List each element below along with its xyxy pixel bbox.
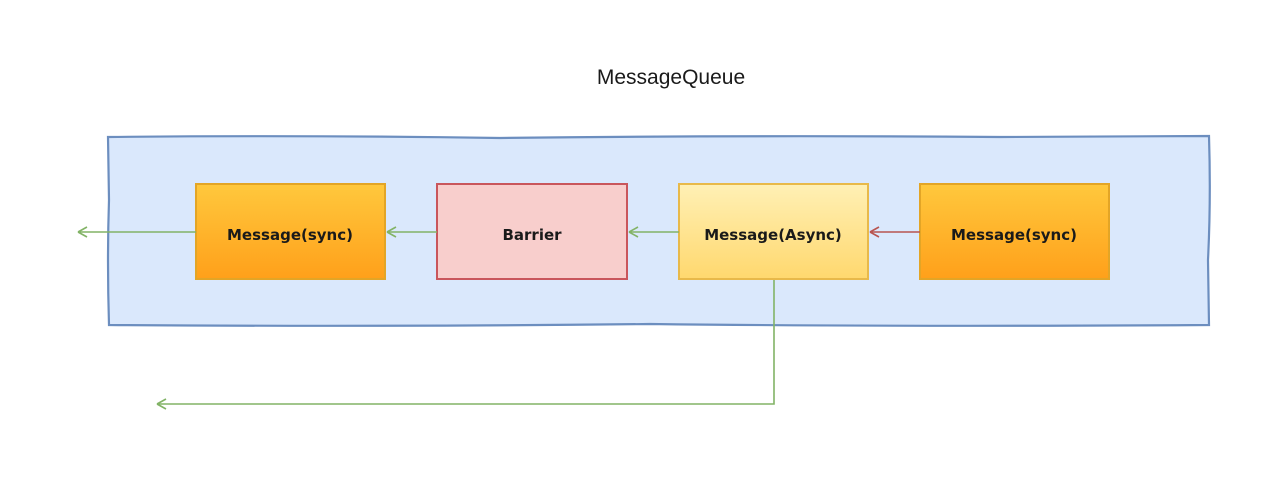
message-sync-left-label: Message(sync) (227, 226, 353, 244)
barrier-label: Barrier (502, 226, 562, 244)
barrier-node: Barrier (436, 183, 628, 280)
message-async-label: Message(Async) (704, 226, 842, 244)
diagram-title: MessageQueue (597, 66, 745, 89)
message-sync-node-left: Message(sync) (195, 183, 386, 280)
edge-async-bypass-exit (156, 280, 775, 410)
message-sync-right-label: Message(sync) (951, 226, 1077, 244)
message-async-node: Message(Async) (678, 183, 869, 280)
message-sync-node-right: Message(sync) (919, 183, 1110, 280)
